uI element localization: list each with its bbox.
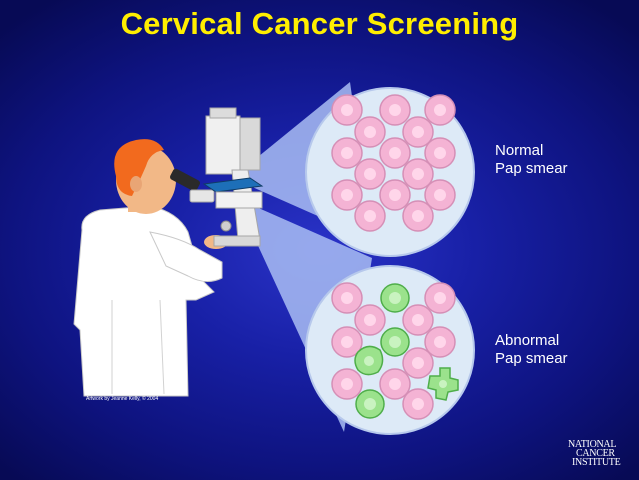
nci-logo: NATIONAL CANCER INSTITUTE [568,439,636,468]
nci-logo-line2: CANCER [576,448,615,459]
technician [73,139,228,397]
artwork-credit: Artwork by Jeanne Kelly, © 2004 [86,396,159,402]
abnormal-label-line2: Pap smear [495,350,568,367]
abnormal-label-line1: Abnormal [495,332,560,349]
normal-nuclei [341,104,446,222]
normal-label-line1: Normal [495,142,544,159]
microscope [169,107,264,247]
normal-label: Normal Pap smear [495,142,568,178]
abnormal-label: Abnormal Pap smear [495,332,568,368]
abnormal-smear-circle [305,265,475,435]
normal-label-line2: Pap smear [495,160,568,177]
nci-logo-line1: NATIONAL [568,439,617,450]
slide-title: Cervical Cancer Screening [120,6,519,41]
nci-logo-line3: INSTITUTE [572,457,621,468]
normal-smear-circle [305,87,475,257]
